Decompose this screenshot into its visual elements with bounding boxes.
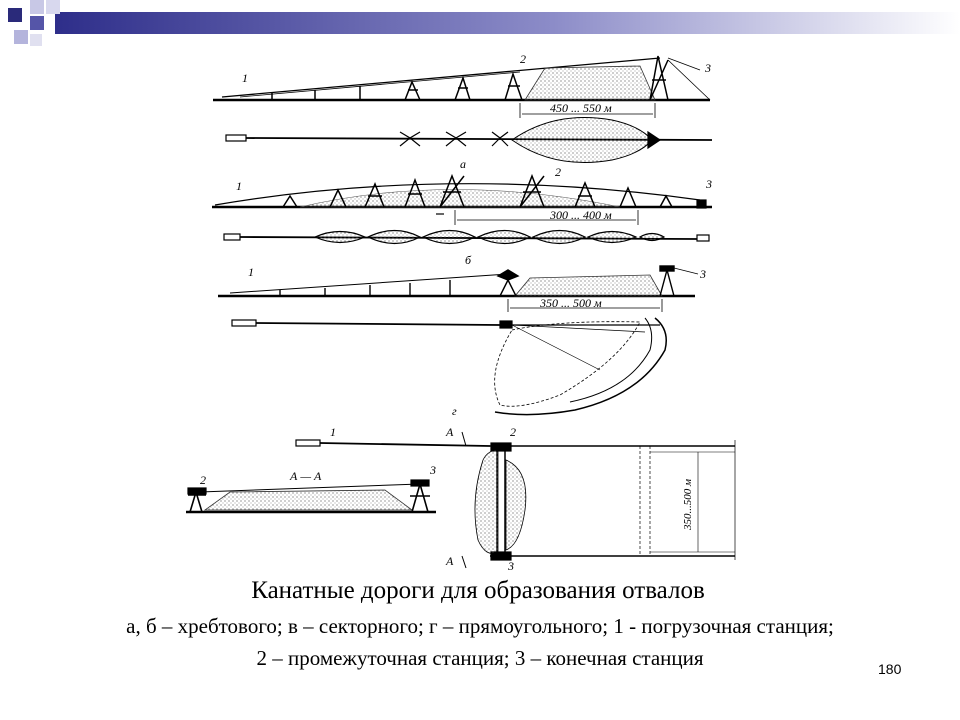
label-3-g: 3: [507, 559, 514, 573]
view-v-elevation: 350 ... 500 м 1 3: [218, 265, 706, 312]
view-g-rect-plan: 1 А 2 А 3 350...500 м: [295, 425, 736, 573]
label-3-a: 3: [704, 61, 711, 75]
section-aa: А — А 2 3: [186, 463, 436, 514]
label-1-v: 1: [248, 265, 254, 279]
sector-dump: [494, 321, 641, 407]
label-1-a: 1: [242, 71, 248, 85]
section-aa-label: А — А: [289, 469, 322, 483]
header-square-5: [14, 30, 28, 44]
dimension-label-b: 300 ... 400 м: [549, 208, 612, 222]
dimension-label-a: 450 ... 550 м: [550, 101, 612, 115]
label-view-g: г: [452, 404, 457, 418]
slide-subtitle-line1: а, б – хребтового; в – секторного; г – п…: [126, 614, 834, 638]
slide-subtitle-line2: 2 – промежуточная станция; 3 – конечная …: [256, 646, 704, 670]
view-b-plan: [223, 229, 710, 245]
dimension-label-g: 350...500 м: [682, 479, 694, 531]
header-stripe: [55, 12, 960, 34]
label-1-g: 1: [330, 425, 336, 439]
dimension-label-v: 350 ... 500 м: [539, 296, 602, 310]
dump-pile-a: [524, 65, 656, 101]
label-2-a: 2: [520, 52, 526, 66]
view-v-sector-plan: [231, 317, 667, 416]
label-1-b: 1: [236, 179, 242, 193]
slide-title: Канатные дороги для образования отвалов: [251, 577, 705, 604]
rect-dump-right: [505, 459, 527, 551]
rect-dump-left: [474, 449, 499, 554]
label-2-g: 2: [510, 425, 516, 439]
label-2-aa: 2: [200, 473, 206, 487]
view-b-elevation: 300 ... 400 м 1 2 3: [212, 165, 712, 225]
header-gradient: [8, 0, 960, 46]
header-square-6: [30, 34, 42, 46]
section-a-top: А: [445, 425, 454, 439]
header-bar: [0, 0, 960, 60]
view-a-elevation: 450 ... 550 м 1 2 3: [213, 52, 711, 118]
label-3-v: 3: [699, 267, 706, 281]
section-a-bottom: А: [445, 554, 454, 568]
view-a-plan: [225, 117, 713, 163]
label-3-aa: 3: [429, 463, 436, 477]
header-square-1: [8, 8, 22, 22]
header-square-4: [30, 16, 44, 30]
label-view-b: б: [465, 253, 472, 267]
label-2-b: 2: [555, 165, 561, 179]
dump-plan-a: [511, 117, 653, 163]
label-3-b: 3: [705, 177, 712, 191]
header-square-3: [46, 0, 60, 14]
label-view-a: а: [460, 157, 466, 171]
header-square-2: [30, 0, 44, 14]
page-number: 180: [878, 661, 902, 677]
